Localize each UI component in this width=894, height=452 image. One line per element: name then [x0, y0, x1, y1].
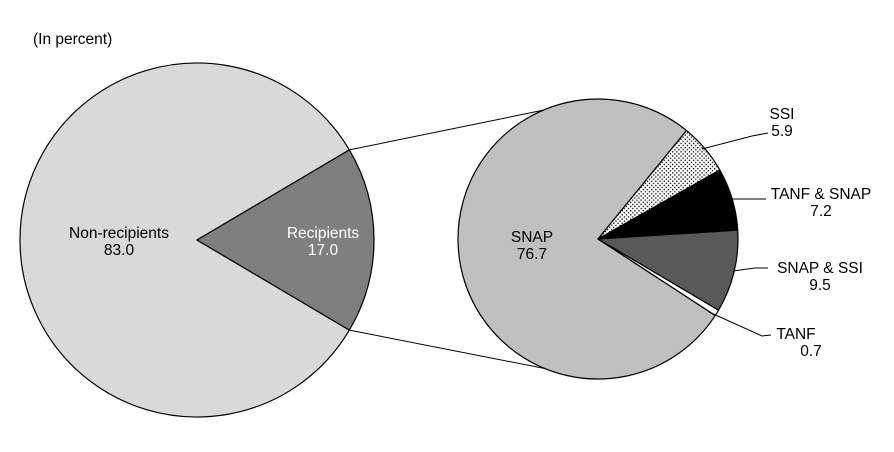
- secondary-slice-tanf: [597, 238, 720, 317]
- secondary-slice-snap-ssi: [597, 229, 739, 311]
- secondary-slice-snap: [457, 98, 716, 380]
- primary-slice-non-recipients: [19, 62, 350, 418]
- leader-line-ssi: [701, 132, 769, 150]
- label-leader-lines: [701, 132, 772, 337]
- primary-slice-recipients: [196, 149, 375, 331]
- leader-line-tanf: [708, 311, 772, 337]
- leader-line-snap-ssi: [732, 267, 768, 272]
- chart-units-note: (In percent): [33, 31, 113, 48]
- primary-pie: [19, 62, 375, 418]
- secondary-pie: [457, 98, 739, 380]
